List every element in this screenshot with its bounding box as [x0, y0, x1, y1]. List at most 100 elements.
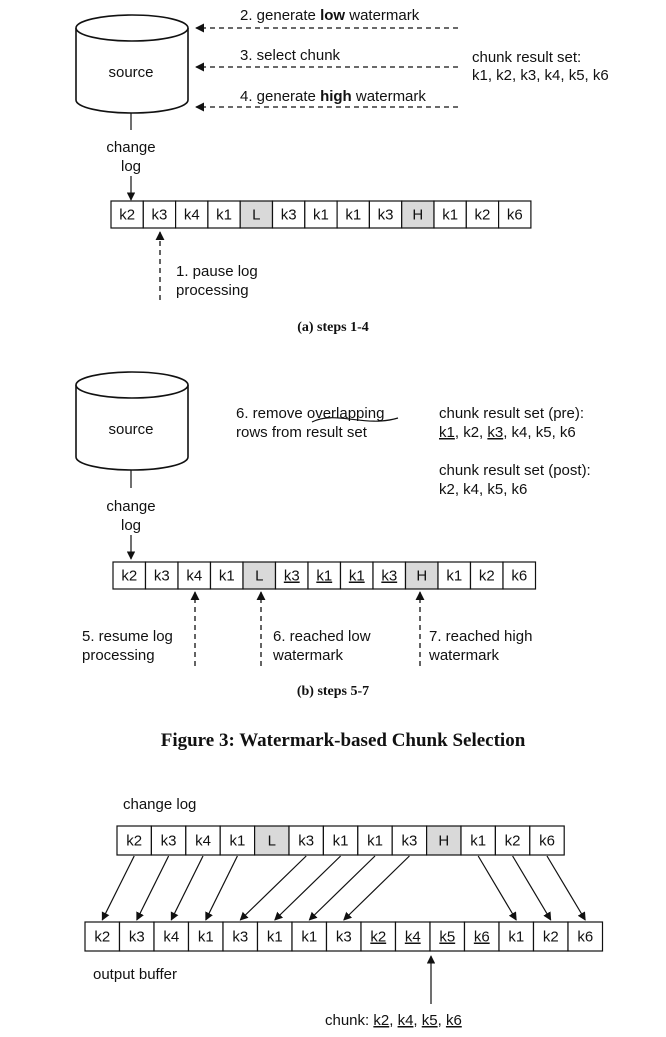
log-cell-10: k1 [460, 825, 497, 856]
out-cell-10: k5 [429, 921, 466, 952]
row-a-cell-box-10 [433, 200, 467, 229]
out-cell-11: k6 [463, 921, 500, 952]
row-a-cell-11: k2 [465, 200, 500, 229]
row-b-cell-text-5: k3 [284, 568, 300, 585]
out-cell-box-14 [567, 921, 604, 952]
log-cell-3: k1 [219, 825, 256, 856]
log-cell-text-0: k2 [126, 833, 142, 850]
out-cell-13: k2 [532, 921, 569, 952]
row-b-cell-text-9: H [416, 568, 427, 585]
row-b-cell-box-5 [274, 561, 309, 590]
row-a-cell-8: k3 [368, 200, 403, 229]
merge-arrow-9 [512, 855, 552, 921]
out-cell-12: k1 [498, 921, 535, 952]
step7-line1: 7. reached high [429, 628, 532, 645]
change-log-label-f4: change log [123, 796, 196, 813]
log-cell-text-7: k1 [367, 833, 383, 850]
out-cell-4: k3 [222, 921, 259, 952]
log-cell-box-3 [219, 825, 256, 856]
row-b-cell-box-8 [372, 561, 407, 590]
log-cell-6: k1 [322, 825, 359, 856]
log-cell-7: k1 [357, 825, 393, 856]
row-b-cell-7: k1 [339, 561, 374, 590]
log-cell-0: k2 [116, 825, 153, 856]
row-a-cell-box-0 [110, 200, 144, 229]
out-cell-text-13: k2 [543, 929, 559, 946]
row-a-cell-box-2 [175, 200, 209, 229]
chunk-label: chunk: k2, k4, k5, k6 [325, 1012, 462, 1029]
out-cell-2: k4 [153, 921, 190, 952]
merge-arrow-2 [170, 855, 204, 921]
row-a-cell-box-1 [142, 200, 177, 229]
out-cell-text-10: k5 [439, 929, 455, 946]
out-cell-box-10 [429, 921, 466, 952]
row-a-cell-text-3: k1 [216, 207, 232, 224]
out-cell-text-2: k4 [163, 929, 179, 946]
log-cell-box-5 [288, 825, 325, 856]
out-cell-text-8: k2 [370, 929, 386, 946]
merge-arrow-10 [546, 855, 586, 921]
row-b-cell-text-3: k1 [219, 568, 235, 585]
row-b-cell-text-10: k1 [446, 568, 462, 585]
row-b-cell-text-8: k3 [381, 568, 397, 585]
caption-a: (a) steps 1-4 [297, 320, 369, 335]
row-b-cell-box-2 [177, 561, 212, 590]
log-cell-text-3: k1 [229, 833, 245, 850]
merge-arrow-4 [239, 855, 307, 921]
log-cell-8: k3 [391, 825, 428, 856]
row-a-cell-text-6: k1 [313, 207, 329, 224]
log-cell-box-1 [150, 825, 187, 856]
row-a-cell-12: k6 [498, 200, 532, 229]
out-cell-0: k2 [84, 921, 121, 952]
log-cell-text-6: k1 [333, 833, 349, 850]
row-b-cell-text-0: k2 [121, 568, 137, 585]
row-a-cell-text-2: k4 [184, 207, 200, 224]
log-cell-box-6 [322, 825, 359, 856]
row-a-cell-10: k1 [433, 200, 467, 229]
pre-title: chunk result set (pre): [439, 405, 584, 422]
merge-arrow-1 [136, 855, 170, 921]
out-cell-text-7: k3 [336, 929, 352, 946]
merge-arrow-6 [308, 855, 376, 921]
row-b-cell-box-3 [209, 561, 244, 590]
log-cell-box-12 [529, 825, 565, 856]
row-b-cell-text-4: L [255, 568, 263, 585]
row-b-cell-9: H [404, 561, 439, 590]
out-cell-text-6: k1 [301, 929, 317, 946]
row-a-cell-text-8: k3 [378, 207, 394, 224]
log-cell-box-9 [426, 825, 462, 856]
out-cell-text-5: k1 [267, 929, 283, 946]
row-b-cell-8: k3 [372, 561, 407, 590]
log-cell-text-8: k3 [401, 833, 417, 850]
out-cell-1: k3 [118, 921, 155, 952]
pre-items: k1, k2, k3, k4, k5, k6 [439, 424, 576, 441]
row-a-cell-text-12: k6 [507, 207, 523, 224]
step4-label: 4. generate high watermark [240, 88, 426, 105]
row-b-cell-2: k4 [177, 561, 212, 590]
source-label-a: source [108, 64, 153, 81]
row-a-cell-text-0: k2 [119, 207, 135, 224]
log-cell-2: k4 [185, 825, 221, 856]
change-log-line1-b: change [106, 498, 155, 515]
log-cell-text-9: H [438, 833, 449, 850]
row-b-cell-5: k3 [274, 561, 309, 590]
source-label-b: source [108, 421, 153, 438]
out-cell-7: k3 [325, 921, 362, 952]
log-cell-text-11: k2 [505, 833, 521, 850]
row-b-cell-text-12: k6 [511, 568, 527, 585]
row-a-cell-7: k1 [336, 200, 371, 229]
log-cell-11: k2 [494, 825, 531, 856]
out-cell-box-6 [291, 921, 328, 952]
row-b-cell-4: L [242, 561, 277, 590]
result-set-items-a: k1, k2, k3, k4, k5, k6 [472, 67, 609, 84]
row-a-cell-5: k3 [271, 200, 306, 229]
out-cell-6: k1 [291, 921, 328, 952]
row-b-cell-11: k2 [469, 561, 504, 590]
out-cell-box-7 [325, 921, 362, 952]
log-cell-text-4: L [268, 833, 276, 850]
row-b-cell-box-1 [144, 561, 179, 590]
